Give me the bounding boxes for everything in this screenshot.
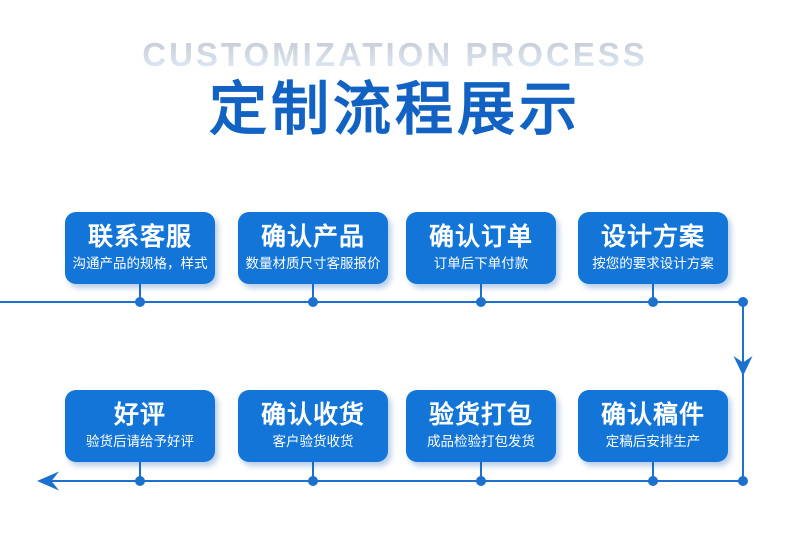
step-title: 验货打包 bbox=[428, 401, 533, 430]
step-subtitle: 验货后请给予好评 bbox=[86, 434, 194, 450]
step-box-confirm-draft: 确认稿件 定稿后安排生产 bbox=[578, 390, 728, 462]
step-title: 设计方案 bbox=[600, 223, 705, 252]
step-title: 联系客服 bbox=[87, 223, 192, 252]
step-title: 确认收货 bbox=[260, 401, 365, 430]
title-english: CUSTOMIZATION PROCESS bbox=[0, 36, 790, 74]
step-subtitle: 成品检验打包发货 bbox=[427, 434, 535, 450]
step-subtitle: 数量材质尺寸客服报价 bbox=[245, 256, 381, 272]
step-subtitle: 按您的要求设计方案 bbox=[592, 256, 714, 272]
step-box-contact-service: 联系客服 沟通产品的规格，样式 bbox=[65, 212, 215, 284]
step-box-confirm-product: 确认产品 数量材质尺寸客服报价 bbox=[238, 212, 388, 284]
page-title: 定制流程展示 bbox=[208, 77, 581, 142]
arrow-down-icon bbox=[733, 356, 753, 376]
connector-dot bbox=[738, 297, 748, 307]
step-box-good-review: 好评 验货后请给予好评 bbox=[65, 390, 215, 462]
connector-dot bbox=[738, 476, 748, 486]
step-subtitle: 沟通产品的规格，样式 bbox=[72, 256, 208, 272]
step-box-inspect-pack: 验货打包 成品检验打包发货 bbox=[406, 390, 556, 462]
step-title: 确认稿件 bbox=[600, 401, 705, 430]
step-title: 好评 bbox=[113, 401, 166, 430]
connector-dot bbox=[648, 297, 658, 307]
step-box-confirm-receipt: 确认收货 客户验货收货 bbox=[238, 390, 388, 462]
connector-dot bbox=[476, 297, 486, 307]
connector-dot bbox=[648, 476, 658, 486]
step-title: 确认订单 bbox=[428, 223, 533, 252]
connector-dot bbox=[135, 476, 145, 486]
connector-dot bbox=[308, 297, 318, 307]
connector-dot bbox=[135, 297, 145, 307]
connector-dot bbox=[476, 476, 486, 486]
step-box-design-plan: 设计方案 按您的要求设计方案 bbox=[578, 212, 728, 284]
step-subtitle: 订单后下单付款 bbox=[433, 256, 529, 272]
arrow-left-icon bbox=[37, 471, 59, 491]
step-box-confirm-order: 确认订单 订单后下单付款 bbox=[406, 212, 556, 284]
step-title: 确认产品 bbox=[260, 223, 365, 252]
connector-dot bbox=[308, 476, 318, 486]
step-subtitle: 定稿后安排生产 bbox=[605, 434, 701, 450]
step-subtitle: 客户验货收货 bbox=[272, 434, 354, 450]
